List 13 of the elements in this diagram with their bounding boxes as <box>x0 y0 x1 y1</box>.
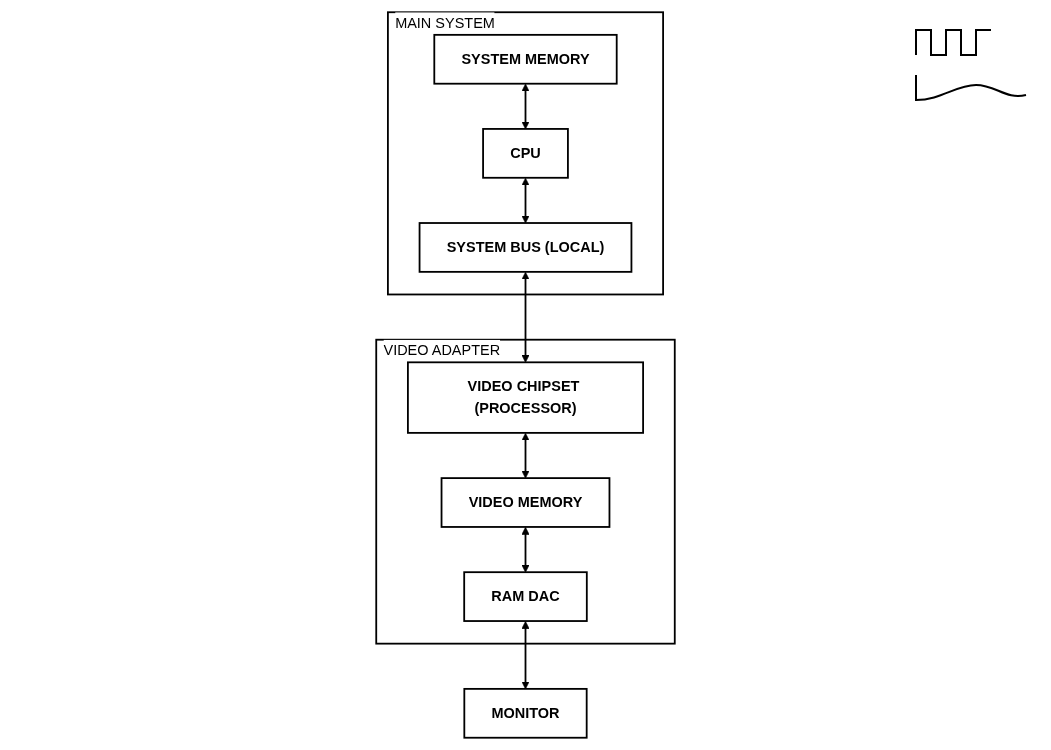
node-box: VIDEO MEMORY <box>440 477 611 528</box>
arrow <box>521 177 530 224</box>
node-box: MONITOR <box>463 688 588 739</box>
node-box: CPU <box>482 128 569 179</box>
arrow <box>521 432 530 479</box>
arrow <box>521 526 530 573</box>
arrow <box>521 621 530 690</box>
node-box: SYSTEM MEMORY <box>433 33 618 85</box>
node-box: SYSTEM BUS (LOCAL) <box>418 222 633 273</box>
node-box: VIDEO CHIPSET (PROCESSOR) <box>407 361 644 434</box>
arrow <box>521 83 530 130</box>
node-box: RAM DAC <box>463 571 588 622</box>
arrow <box>521 271 530 363</box>
